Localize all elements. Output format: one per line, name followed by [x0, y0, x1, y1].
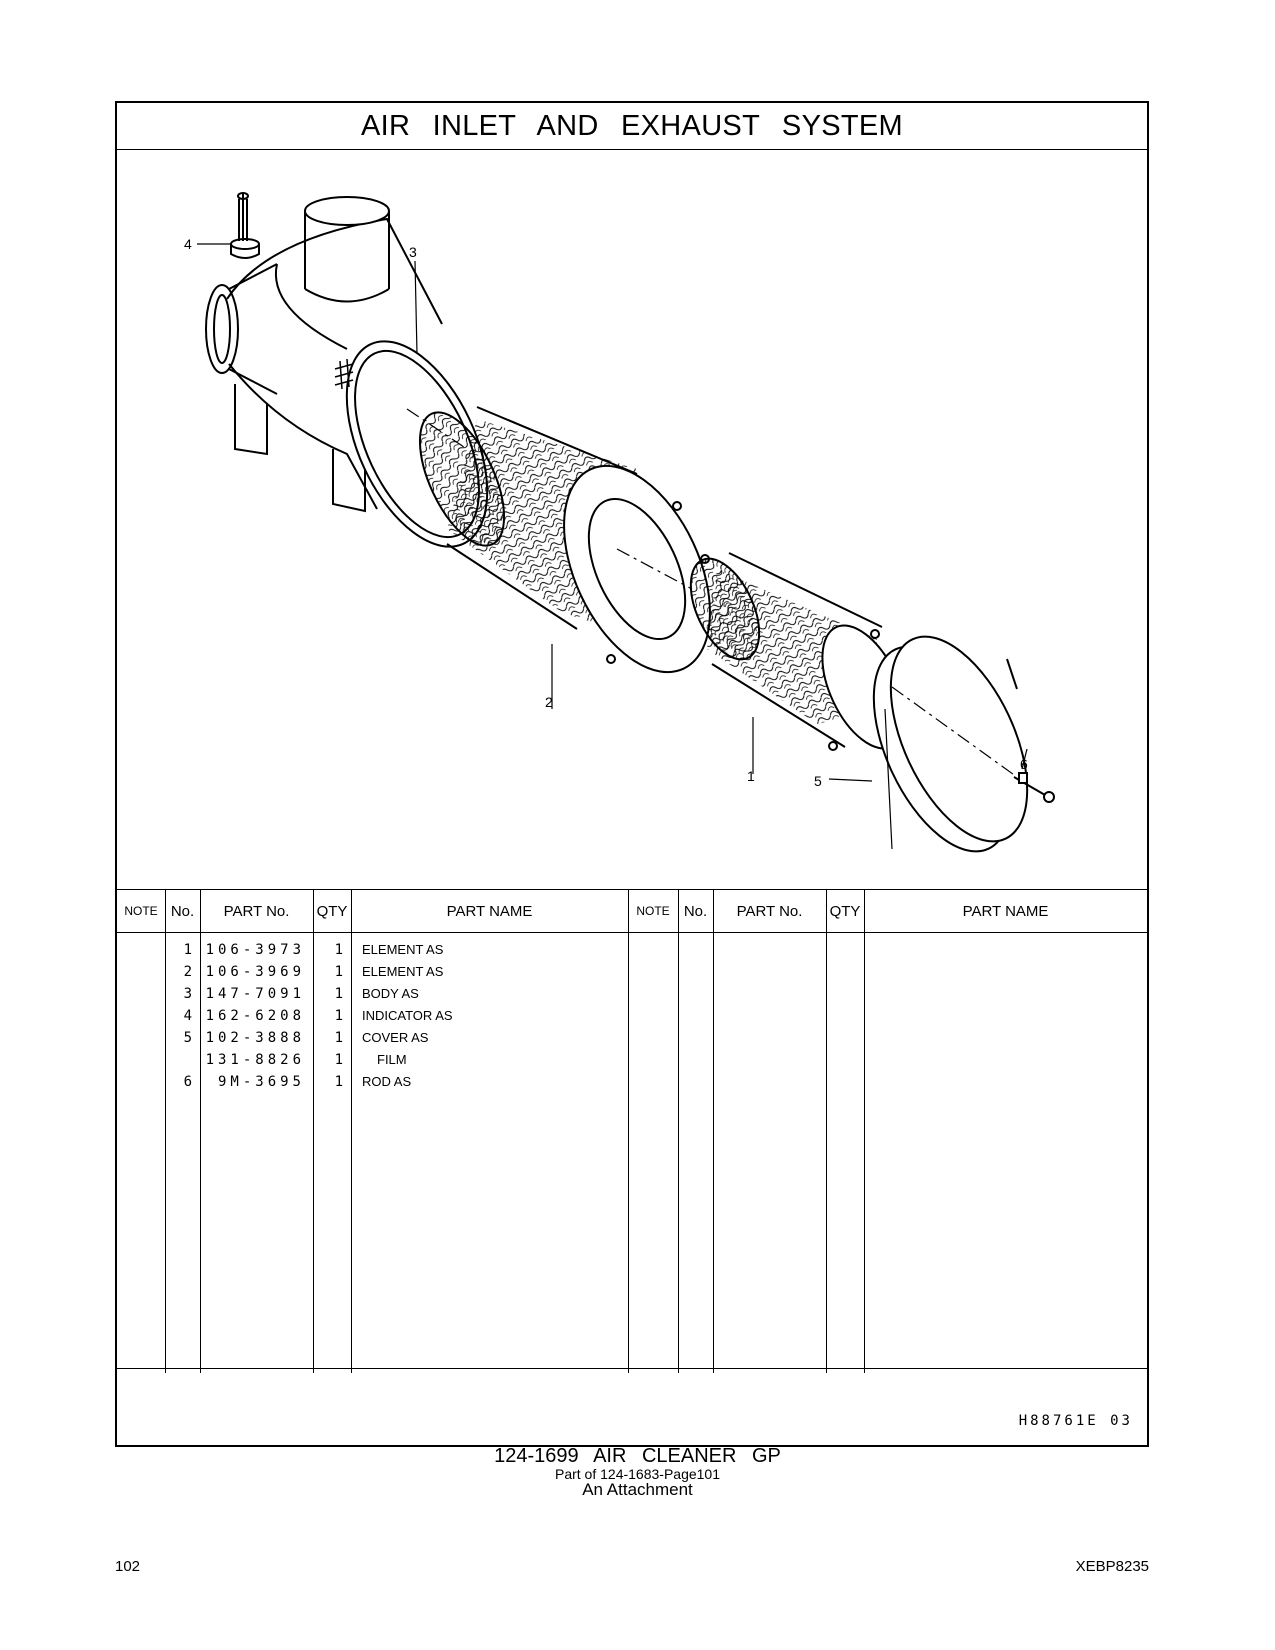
part-name: FILM — [377, 1052, 407, 1067]
part-of-reference: Part of 124-1683-Page101 — [554, 1466, 720, 1482]
table-row: 3 147-7091 1 BODY AS — [117, 983, 1147, 1005]
page-number: 102 — [115, 1558, 141, 1575]
part-number: 131-8826 — [205, 1052, 305, 1068]
callout-5: 5 — [814, 773, 822, 789]
table-row: 5 102-3888 1 COVER AS — [117, 1027, 1147, 1049]
item-number: 5 — [183, 1030, 196, 1046]
part-name: COVER AS — [362, 1030, 429, 1045]
column-divider — [864, 889, 865, 1373]
header-no: No. — [170, 902, 195, 920]
part-number: 162-6208 — [205, 1008, 305, 1024]
header-note: NOTE — [124, 904, 158, 918]
column-divider — [628, 889, 629, 1373]
leader-lines — [197, 243, 1028, 782]
document-code: XEBP8235 — [1075, 1558, 1149, 1575]
group-title: 124-1699 AIR CLEANER GP — [494, 1445, 781, 1467]
item-number: 1 — [183, 942, 196, 958]
table-row: 4 162-6208 1 INDICATOR AS — [117, 1005, 1147, 1027]
part-name: ELEMENT AS — [362, 964, 444, 979]
header-part-name: PART NAME — [446, 902, 533, 920]
item-number: 6 — [183, 1074, 196, 1090]
item-number: 2 — [183, 964, 196, 980]
inner-element-part — [689, 552, 907, 751]
callout-1: 1 — [747, 768, 755, 784]
header-part-name-2: PART NAME — [962, 902, 1049, 920]
part-name: INDICATOR AS — [362, 1008, 453, 1023]
table-row: 131-8826 1 FILM — [117, 1049, 1147, 1071]
callout-4: 4 — [184, 236, 192, 252]
table-row: 6 9M-3695 1 ROD AS — [117, 1071, 1147, 1093]
column-divider — [200, 889, 201, 1373]
column-divider — [313, 889, 314, 1373]
item-number: 3 — [183, 986, 196, 1002]
callout-labels: 1 2 3 4 5 6 — [184, 236, 1028, 789]
table-row: 1 106-3973 1 ELEMENT AS — [117, 939, 1147, 961]
quantity: 1 — [334, 964, 347, 980]
item-number: 4 — [183, 1008, 196, 1024]
table-bottom-rule — [117, 1368, 1147, 1369]
outer-element-part — [418, 406, 711, 674]
callout-6: 6 — [1020, 756, 1028, 772]
header-part-no: PART No. — [223, 902, 290, 920]
drawing-number: H88761E 03 — [1018, 1413, 1133, 1429]
quantity: 1 — [334, 986, 347, 1002]
header-qty-2: QTY — [829, 902, 861, 920]
parts-frame: AIR INLET AND EXHAUST SYSTEM — [115, 101, 1149, 1447]
header-qty: QTY — [316, 902, 348, 920]
column-divider — [826, 889, 827, 1373]
quantity: 1 — [334, 1008, 347, 1024]
quantity: 1 — [334, 1052, 347, 1068]
quantity: 1 — [334, 1074, 347, 1090]
part-name: ELEMENT AS — [362, 942, 444, 957]
callout-3: 3 — [409, 244, 417, 260]
quantity: 1 — [334, 942, 347, 958]
parts-list-table: NOTE No. PART No. QTY PART NAME NOTE No.… — [117, 889, 1147, 1373]
column-divider — [713, 889, 714, 1373]
part-number: 9M-3695 — [217, 1074, 305, 1090]
part-name: ROD AS — [362, 1074, 412, 1089]
item-number — [165, 1049, 196, 1071]
table-header-row: NOTE No. PART No. QTY PART NAME NOTE No.… — [117, 889, 1147, 933]
part-name: BODY AS — [362, 986, 419, 1001]
rod-part — [1013, 772, 1055, 803]
column-divider — [165, 889, 166, 1373]
table-row: 2 106-3969 1 ELEMENT AS — [117, 961, 1147, 983]
column-divider — [678, 889, 679, 1373]
air-cleaner-drawing: 1 2 3 4 5 6 — [184, 192, 1055, 853]
header-part-no-2: PART No. — [736, 902, 803, 920]
exploded-view-illustration: 1 2 3 4 5 6 — [117, 149, 1147, 889]
callout-2: 2 — [545, 694, 553, 710]
attachment-label: An Attachment — [582, 1480, 693, 1499]
part-number: 147-7091 — [205, 986, 305, 1002]
part-number: 106-3969 — [205, 964, 305, 980]
part-number: 106-3973 — [205, 942, 305, 958]
indicator-part — [230, 192, 260, 259]
quantity: 1 — [334, 1030, 347, 1046]
column-divider — [351, 889, 352, 1373]
header-note-2: NOTE — [636, 904, 670, 918]
header-no-2: No. — [683, 902, 708, 920]
part-number: 102-3888 — [205, 1030, 305, 1046]
section-title: AIR INLET AND EXHAUST SYSTEM — [117, 103, 1147, 150]
